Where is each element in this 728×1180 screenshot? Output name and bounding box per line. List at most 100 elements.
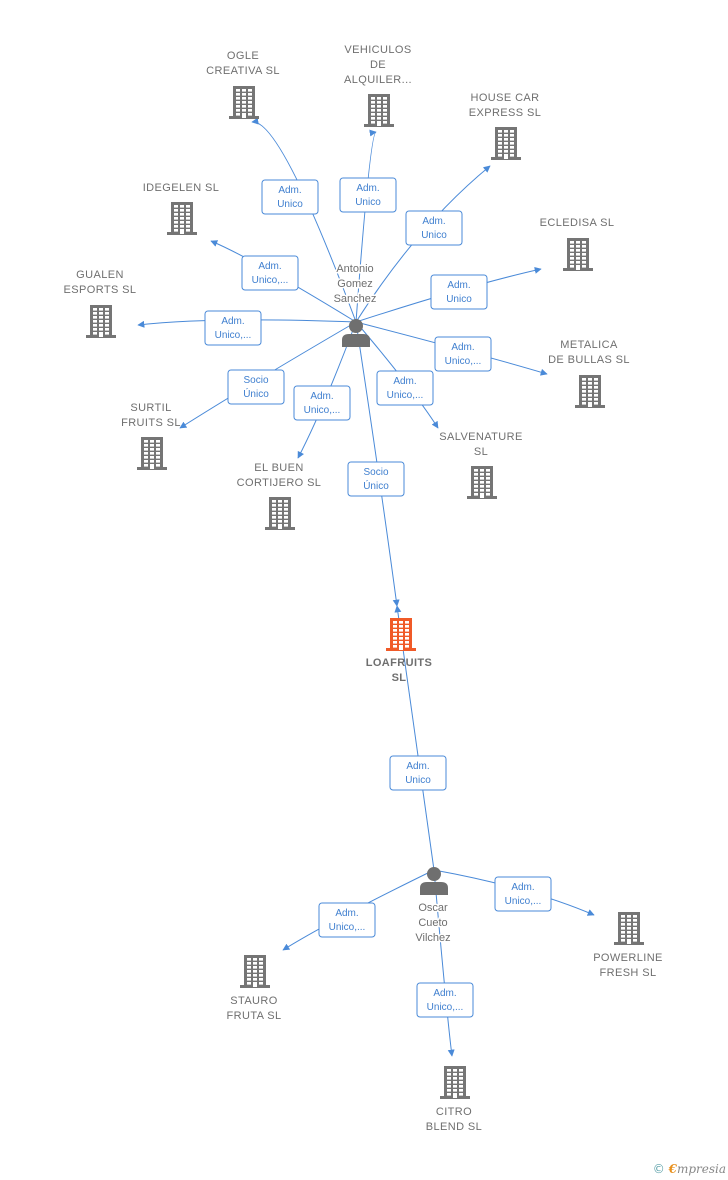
building-icon: [563, 238, 593, 271]
nodes-layer: LOAFRUITS SL OGLE CREATIVA SL VEHICULOSDEALQ…: [64, 44, 663, 1133]
edge-label: Adm.Unico: [261, 179, 319, 215]
edge-label: Adm. Unico,...: [376, 370, 434, 406]
edge-label-text: Unico,...: [215, 330, 252, 341]
building-icon: [467, 466, 497, 499]
company-node-metalica[interactable]: METALICA DE BULLAS SL: [548, 339, 630, 408]
edge-label-box: [339, 177, 397, 213]
edge-label-text: Unico: [355, 197, 381, 208]
company-name: CITRO: [436, 1106, 472, 1118]
edge-label-text: Unico: [277, 199, 303, 210]
building-icon: [614, 912, 644, 945]
edge-labels-layer: Adm.UnicoAdm.UnicoAdm.UnicoAdm.Unico,...…: [204, 177, 552, 1018]
edge-label-text: Adm.: [310, 391, 333, 402]
edge-label-text: Único: [243, 387, 269, 400]
edge-label: Adm. Unico,...: [204, 310, 262, 346]
edge-label-box: [416, 982, 474, 1018]
edge-label-text: Unico,...: [329, 922, 366, 933]
edge-label-text: Adm.: [433, 988, 456, 999]
company-name: STAURO: [230, 995, 277, 1007]
company-name: CREATIVA SL: [206, 65, 280, 77]
company-name: OGLE: [227, 50, 259, 62]
building-icon: [491, 127, 521, 160]
edge-label-text: Unico,...: [387, 390, 424, 401]
person-name: Gomez: [337, 278, 372, 290]
edge-label: Adm.Unico,...: [241, 255, 299, 291]
edge-label-text: Socio: [243, 375, 268, 386]
edge-label-text: Adm.: [335, 908, 358, 919]
building-icon: [265, 497, 295, 530]
edge-label-text: Unico: [446, 294, 472, 305]
company-node-ogle[interactable]: OGLE CREATIVA SL: [206, 50, 280, 119]
company-name: CORTIJERO SL: [237, 477, 322, 489]
edge-label-text: Unico: [405, 775, 431, 786]
edge-label-box: [376, 370, 434, 406]
company-name: SURTIL: [130, 402, 171, 414]
edge-label-text: Unico,...: [252, 275, 289, 286]
company-name: GUALEN: [76, 269, 124, 281]
edge-label-text: Adm.: [221, 316, 244, 327]
company-name: METALICA: [560, 339, 618, 351]
brand-initial: €: [668, 1162, 677, 1176]
company-name: SL: [392, 672, 407, 684]
company-name: DE BULLAS SL: [548, 354, 630, 366]
building-icon: [440, 1066, 470, 1099]
edge-label-text: Unico,...: [304, 405, 341, 416]
person-icon: [420, 867, 448, 895]
company-name: ALQUILER...: [344, 74, 412, 86]
company-name: IDEGELEN SL: [143, 182, 220, 194]
building-icon: [86, 305, 116, 338]
edge-label: Adm. Unico: [430, 274, 488, 310]
company-name: EL BUEN: [254, 462, 303, 474]
edge-label: Adm. Unico: [389, 755, 447, 791]
edge-label-box: [430, 274, 488, 310]
footer-brand: © €mpresia: [653, 1162, 726, 1176]
edge-label-text: Adm.: [511, 882, 534, 893]
edge-label-text: Unico,...: [445, 356, 482, 367]
edge-antonio-ogle: [251, 117, 357, 323]
edge-label-box: [241, 255, 299, 291]
edge-label: Adm.Unico,...: [434, 336, 492, 372]
company-name: HOUSE CAR: [471, 92, 540, 104]
company-name: ECLEDISA SL: [540, 217, 615, 229]
company-node-elbuen[interactable]: EL BUEN CORTIJERO SL: [237, 462, 322, 530]
edge-label-text: Adm.: [447, 280, 470, 291]
company-node-vehiculos[interactable]: VEHICULOSDEALQUILER...: [344, 44, 412, 127]
edge-label-box: [405, 210, 463, 246]
edge-label-box: [261, 179, 319, 215]
company-node-housecar[interactable]: HOUSE CAR EXPRESS SL: [469, 92, 541, 160]
edge-label-text: Único: [363, 479, 389, 492]
edge-label-text: Adm.: [406, 761, 429, 772]
company-name: SL: [474, 446, 488, 458]
company-name: ESPORTS SL: [64, 284, 137, 296]
edge-label-box: [293, 385, 351, 421]
edge-label-text: Adm.: [422, 216, 445, 227]
edge-label-text: Unico,...: [427, 1002, 464, 1013]
edge-label: Adm. Unico,...: [416, 982, 474, 1018]
company-node-gualen[interactable]: GUALEN ESPORTS SL: [64, 269, 137, 338]
company-name: EXPRESS SL: [469, 107, 541, 119]
copyright-symbol: ©: [652, 1162, 665, 1176]
edge-label-box: [204, 310, 262, 346]
company-name: LOAFRUITS: [366, 657, 433, 669]
company-node-loafruits[interactable]: LOAFRUITS SL: [366, 618, 433, 684]
company-node-ecledisa[interactable]: ECLEDISA SL: [540, 217, 615, 271]
edge-label-box: [494, 876, 552, 912]
person-icon: [342, 319, 370, 347]
edge-label: Adm. Unico,...: [293, 385, 351, 421]
edge-label-box: [227, 369, 285, 405]
edge-label-box: [318, 902, 376, 938]
edge-label-box: [434, 336, 492, 372]
company-name: VEHICULOS: [344, 44, 411, 56]
edge-label-text: Adm.: [393, 376, 416, 387]
person-name: Sanchez: [334, 293, 377, 305]
company-node-idegelen[interactable]: IDEGELEN SL: [143, 182, 220, 235]
